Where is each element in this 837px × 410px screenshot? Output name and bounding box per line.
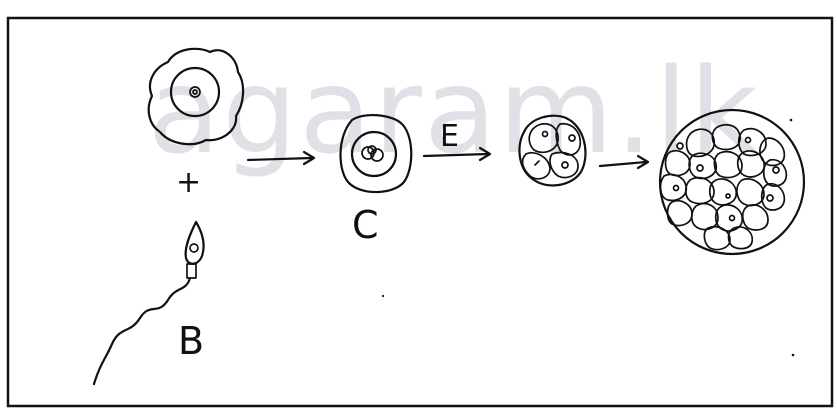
label-c: C xyxy=(352,203,379,247)
diagram-frame xyxy=(6,16,834,408)
stray-dot xyxy=(791,353,795,357)
label-b: B xyxy=(178,319,204,363)
four-cell-embryo xyxy=(518,114,587,187)
plus-sign: + xyxy=(176,165,201,200)
stray-dot xyxy=(789,118,793,122)
sperm-cell xyxy=(92,220,205,386)
arrow-3 xyxy=(598,154,650,170)
arrow-1 xyxy=(246,150,316,166)
arrow-2 xyxy=(422,146,492,162)
egg-cell xyxy=(147,47,245,146)
watermark-text: agaram.lk xyxy=(148,42,760,180)
multi-cell-embryo xyxy=(658,108,806,256)
stray-dot xyxy=(381,294,385,298)
label-e: E xyxy=(440,119,459,154)
zygote-cell xyxy=(339,114,413,194)
